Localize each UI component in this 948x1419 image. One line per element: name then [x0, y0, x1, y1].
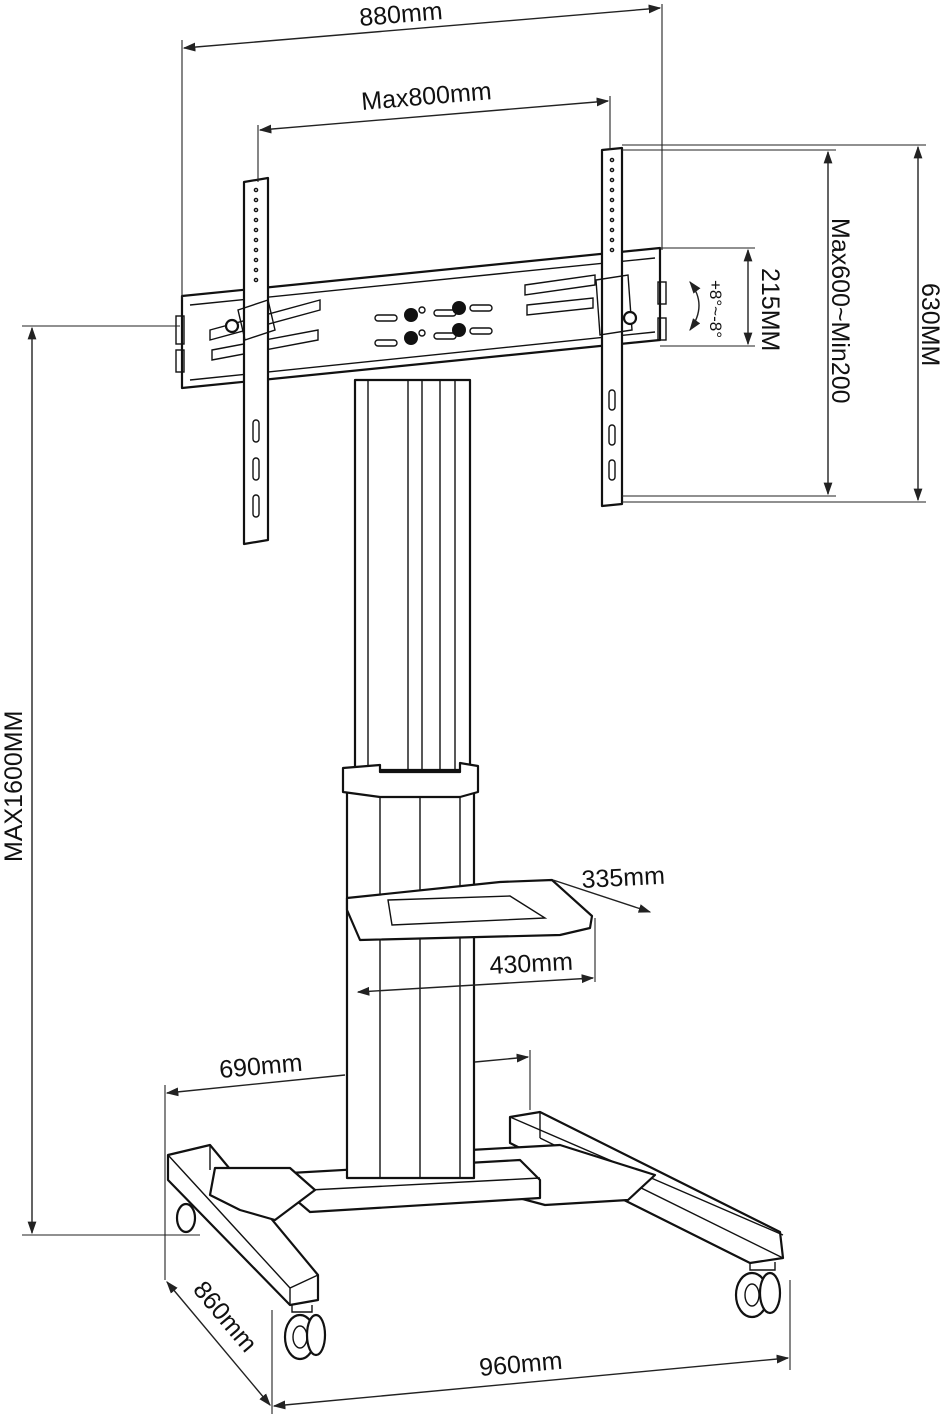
shelf — [345, 878, 594, 942]
label-shelf-depth: 335mm — [581, 862, 666, 894]
dimension-lines — [22, 4, 926, 1414]
label-vesa-height: Max600~Min200 — [826, 218, 854, 404]
base-frame — [166, 1110, 785, 1361]
label-bracket-height: 630MM — [916, 283, 944, 366]
label-base-width: 960mm — [478, 1347, 563, 1382]
label-base-depth-front: 690mm — [218, 1049, 303, 1084]
label-shelf-width: 430mm — [489, 948, 574, 980]
label-base-depth: 860mm — [187, 1276, 262, 1358]
label-vesa-width: Max800mm — [360, 77, 492, 116]
vertical-arms — [224, 146, 638, 546]
label-plate-height: 215MM — [756, 268, 784, 351]
column — [341, 378, 480, 1180]
label-max-height: MAX1600MM — [0, 711, 28, 862]
label-tilt: +8°~-8° — [706, 280, 725, 338]
dimension-labels: 880mm Max800mm Max600~Min200 630MM 215MM… — [0, 0, 944, 1382]
mounting-plate — [175, 246, 667, 390]
